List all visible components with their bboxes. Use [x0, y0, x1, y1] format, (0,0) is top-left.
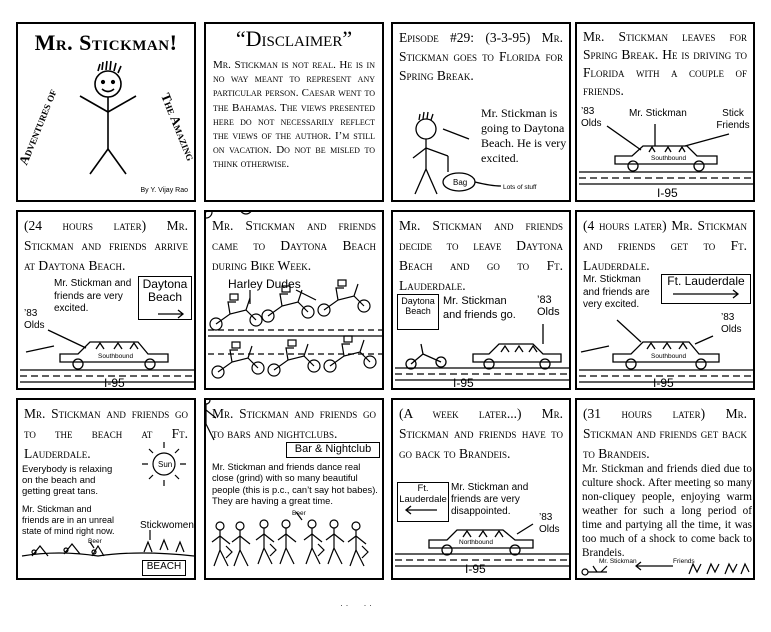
- beach-caption: Mr. Stickman and friends go to the beach…: [24, 406, 188, 461]
- car-label: Southbound: [98, 353, 134, 360]
- leave-note: Mr. Stickman and friends go.: [443, 295, 516, 321]
- stickman-label: Mr. Stickman: [629, 108, 687, 119]
- episode-caption: Episode #29: (3-3-95) Mr. Stickman goes …: [399, 30, 563, 83]
- olds-label: ’83 Olds: [581, 106, 602, 129]
- car-scene: [395, 505, 569, 567]
- nightclub-caption: Mr. Stickman and friends go to bars and …: [212, 406, 376, 441]
- olds-label: ’83 Olds: [539, 512, 560, 535]
- arrive-panel: (24 hours later) Mr. Stickman and friend…: [16, 210, 196, 390]
- stickman-with-bag: [412, 111, 502, 195]
- brandeis-caption: (31 hours later) Mr. Stickman and friend…: [583, 406, 747, 461]
- beach-panel: Mr. Stickman and friends go to the beach…: [16, 398, 196, 580]
- nightclub-note: Mr. Stickman and friends dance real clos…: [212, 462, 378, 506]
- road-label: I-95: [104, 376, 125, 390]
- daytona-sign: Daytona Beach: [397, 294, 439, 330]
- bike-week-panel: Mr. Stickman and friends came to Daytona…: [204, 210, 384, 390]
- daytona-sign: Daytona Beach: [138, 276, 192, 320]
- stickwomen-label: Stickwomen: [140, 520, 194, 531]
- leave-daytona-panel: Mr. Stickman and friends decide to leave…: [391, 210, 571, 390]
- friends-label: Friends: [673, 558, 695, 565]
- arrive-caption: (24 hours later) Mr. Stickman and friend…: [24, 218, 188, 273]
- friends-label: Stick Friends: [716, 108, 750, 131]
- return-note: Mr. Stickman and friends are very disapp…: [451, 482, 529, 517]
- daytona-sign-text: Daytona Beach: [142, 277, 188, 304]
- fallen-stickmen: [581, 561, 750, 576]
- disclaimer-panel: “Disclaimer” Mr. Stickman is not real. H…: [204, 22, 384, 202]
- road-label: I-95: [657, 186, 678, 200]
- nightclub-sign: Bar & Nightclub: [286, 442, 380, 458]
- road-label: I-95: [653, 376, 674, 390]
- nightclub-panel: Mr. Stickman and friends go to bars and …: [204, 398, 384, 580]
- stickman-figure: [79, 60, 137, 175]
- lauderdale-sign-text: Ft. Lauderdale: [399, 483, 447, 505]
- sun-label: Sun: [158, 460, 173, 469]
- leave-daytona-caption: Mr. Stickman and friends decide to leave…: [399, 218, 563, 293]
- brandeis-body: Mr. Stickman and friends died due to cul…: [582, 463, 752, 559]
- leaves-caption: Mr. Stickman leaves for Spring Break. He…: [583, 29, 747, 98]
- beach-sign: BEACH: [142, 560, 186, 576]
- bag-label: Bag: [453, 178, 468, 187]
- road-label: I-95: [453, 376, 474, 390]
- car-scene: [579, 289, 753, 383]
- dancing-figures: [206, 400, 369, 567]
- return-caption: (A week later...) Mr. Stickman and frien…: [399, 406, 563, 461]
- arrive-lauderdale-caption: (4 hours later) Mr. Stickman and friends…: [583, 218, 747, 273]
- olds-label: ’83 Olds: [24, 308, 45, 331]
- lauderdale-sign: Ft. Lauderdale: [397, 482, 449, 522]
- stickman-label: Mr. Stickman: [599, 558, 637, 565]
- disclaimer-heading: “Disclaimer”: [235, 26, 353, 51]
- car-scene: [20, 309, 194, 383]
- lauderdale-sign-text: Ft. Lauderdale: [667, 274, 745, 288]
- arrive-note: Mr. Stickman and friends are very excite…: [54, 278, 132, 314]
- motorcycles: [206, 212, 382, 379]
- beach-sign-text: BEACH: [146, 561, 182, 572]
- beach-note-1: Everybody is relaxing on the beach and g…: [22, 464, 113, 497]
- beer-label: Beer: [88, 538, 102, 545]
- brandeis-panel: (31 hours later) Mr. Stickman and friend…: [575, 398, 755, 580]
- nightclub-sign-text: Bar & Nightclub: [294, 443, 372, 455]
- bike-week-caption: Mr. Stickman and friends came to Daytona…: [212, 218, 376, 273]
- title-panel: Mr. Stickman! Adventures of The Amazing …: [16, 22, 196, 202]
- olds-label: ’83 Olds: [537, 294, 560, 318]
- stuff-label: Lots of stuff: [503, 184, 537, 191]
- car-label: Southbound: [651, 353, 687, 360]
- episode-panel: Episode #29: (3-3-95) Mr. Stickman goes …: [391, 22, 571, 202]
- car-label: Northbound: [459, 539, 493, 546]
- disclaimer-body: Mr. Stickman is not real. He is in no wa…: [213, 59, 375, 171]
- car-label: Southbound: [651, 155, 687, 162]
- road-label: I-95: [465, 562, 486, 576]
- beach-scene: [21, 442, 194, 557]
- beach-note-2: Mr. Stickman and friends are in an unrea…: [22, 504, 115, 536]
- byline: By Y. Vijay Rao: [140, 187, 188, 194]
- olds-label: ’83 Olds: [721, 312, 742, 335]
- leaves-panel: Mr. Stickman leaves for Spring Break. He…: [575, 22, 755, 202]
- footer-marks: · · · ·: [340, 600, 372, 610]
- arrive-lauderdale-panel: (4 hours later) Mr. Stickman and friends…: [575, 210, 755, 390]
- car-scene: [395, 324, 569, 381]
- arrive-lauderdale-note: Mr. Stickman and friends are very excite…: [583, 274, 650, 310]
- episode-note: Mr. Stickman is going to Daytona Beach. …: [481, 106, 567, 165]
- comic-title: Mr. Stickman!: [34, 30, 178, 55]
- beer-label: Beer: [292, 510, 306, 517]
- return-panel: (A week later...) Mr. Stickman and frien…: [391, 398, 571, 580]
- lauderdale-sign: Ft. Lauderdale: [661, 274, 751, 304]
- car-scene: [579, 124, 753, 185]
- daytona-sign-text: Daytona Beach: [401, 296, 435, 316]
